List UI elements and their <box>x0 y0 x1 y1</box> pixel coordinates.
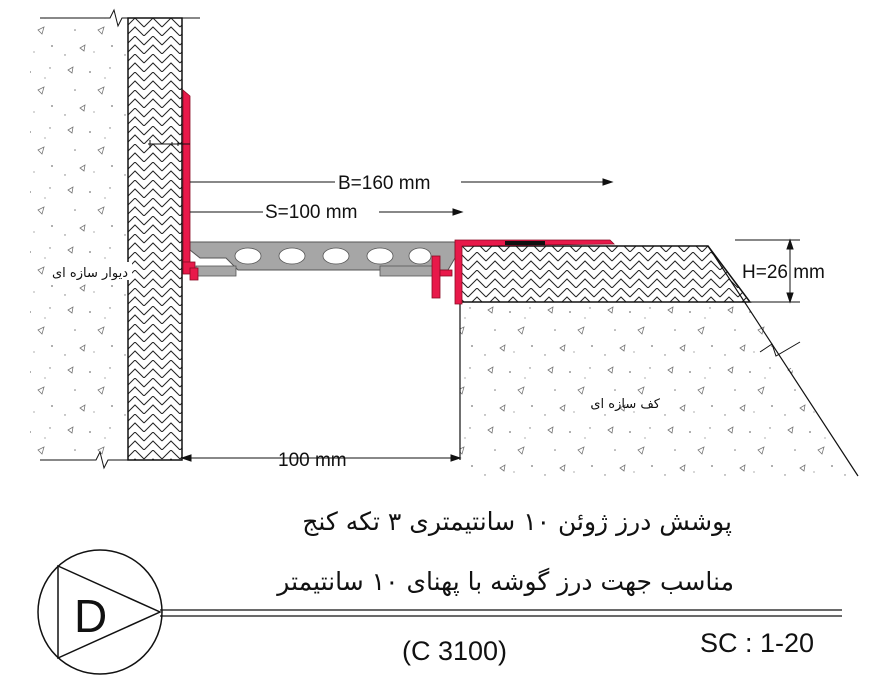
wall-concrete <box>30 18 128 460</box>
anchor-screw-icon <box>148 140 190 148</box>
red-aluminium-profile <box>182 89 615 305</box>
floor-edge <box>459 245 859 477</box>
triangle-in-circle-icon <box>37 549 163 675</box>
dim-h-label: H=26 mm <box>742 262 825 283</box>
wall-masonry <box>127 17 183 461</box>
title-line-2: مناسب جهت درز گوشه با پهنای ۱۰ سانتیمتر <box>275 567 734 597</box>
title-line-1: پوشش درز ژوئن ۱۰ سانتیمتری ۳ تکه کنج <box>302 507 732 537</box>
product-code: (C 3100) <box>402 636 507 666</box>
dim-gap-label: 100 mm <box>278 450 347 471</box>
dim-b-label: B=160 mm <box>338 173 430 194</box>
insert-holes <box>234 247 432 265</box>
break-line-bottom <box>40 450 128 470</box>
badge-triangle <box>57 564 162 660</box>
section-badge: D <box>37 549 163 675</box>
title-underline <box>160 609 842 617</box>
break-line-top <box>40 8 200 28</box>
floor-label: کف سازه ای <box>590 397 660 412</box>
wall-label: دیوار سازه ای <box>52 266 128 281</box>
insert-lower-strip <box>379 265 437 277</box>
floor-screed <box>459 245 752 303</box>
scale-label: SC : 1-20 <box>700 628 814 658</box>
break-line-right <box>759 341 801 357</box>
insert-left-foot <box>195 265 237 277</box>
dim-s-label: S=100 mm <box>265 202 357 223</box>
badge-letter: D <box>74 590 107 642</box>
floor-concrete <box>460 302 858 476</box>
